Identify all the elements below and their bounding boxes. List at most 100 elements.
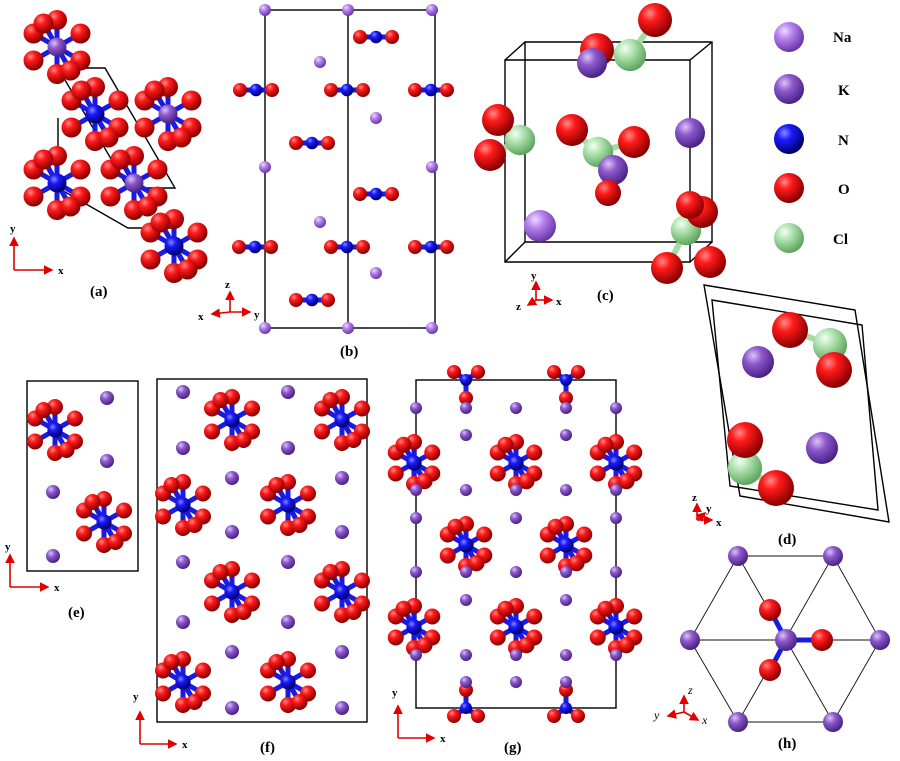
potassium-atom xyxy=(225,471,239,485)
axis-label-y: y xyxy=(392,687,398,699)
oxygen-atom xyxy=(300,662,317,679)
oxygen-atom xyxy=(171,127,192,148)
potassium-atom xyxy=(510,566,522,578)
oxygen-atom xyxy=(354,400,371,417)
oxygen-atom xyxy=(676,191,704,219)
oxygen-atom xyxy=(482,104,514,136)
oxygen-atom xyxy=(424,444,441,461)
axis-label-x: x xyxy=(440,733,446,745)
oxygen-atom xyxy=(116,502,133,519)
nitrogen-atom xyxy=(560,374,572,386)
oxygen-atom xyxy=(385,30,399,44)
oxygen-atom xyxy=(526,444,543,461)
oxygen-atom xyxy=(23,50,44,71)
oxygen-atom xyxy=(71,80,92,101)
oxygen-atom xyxy=(268,476,285,493)
potassium-atom xyxy=(158,104,178,124)
legend-swatch-o xyxy=(774,173,804,203)
oxygen-atom xyxy=(244,572,261,589)
legend: Na K N O Cl xyxy=(774,22,852,253)
oxygen-atom xyxy=(595,180,621,206)
potassium-atom xyxy=(335,645,349,659)
potassium-atom xyxy=(281,441,295,455)
nitrogen-atom xyxy=(558,537,574,553)
oxygen-atom xyxy=(345,604,362,621)
sodium-atom xyxy=(370,112,382,124)
oxygen-atom xyxy=(150,212,171,233)
oxygen-atom xyxy=(212,391,229,408)
oxygen-atom xyxy=(571,365,585,379)
axis-label-x: x xyxy=(58,265,64,277)
oxygen-atom xyxy=(98,127,119,148)
cell-a xyxy=(56,67,177,189)
oxygen-atom xyxy=(356,240,370,254)
potassium-atom xyxy=(124,173,144,193)
oxygen-atom xyxy=(203,595,220,612)
axes-a: y x xyxy=(9,223,64,277)
sodium-atom xyxy=(259,161,271,173)
potassium-atom xyxy=(410,402,422,414)
potassium-atom xyxy=(510,402,522,414)
potassium-atom xyxy=(100,391,114,405)
axis-label-x: x xyxy=(54,582,60,594)
oxygen-atom xyxy=(147,159,168,180)
legend-label-n: N xyxy=(838,133,849,149)
nitrogen-atom xyxy=(369,30,383,44)
oxygen-atom xyxy=(626,608,643,625)
axis-label-z: z xyxy=(687,683,693,697)
potassium-atom xyxy=(560,676,572,688)
oxygen-atom xyxy=(440,240,454,254)
potassium-atom xyxy=(610,402,622,414)
potassium-atom xyxy=(823,712,843,732)
oxygen-atom xyxy=(289,293,303,307)
potassium-atom xyxy=(335,525,349,539)
oxygen-atom xyxy=(547,518,564,535)
potassium-atom xyxy=(680,630,700,650)
oxygen-atom xyxy=(474,139,506,171)
potassium-atom xyxy=(281,615,295,629)
potassium-atom xyxy=(728,712,748,732)
oxygen-atom xyxy=(759,659,781,681)
potassium-atom xyxy=(610,649,622,661)
oxygen-atom xyxy=(235,604,252,621)
potassium-atom xyxy=(410,484,422,496)
axes-f: y x xyxy=(133,691,188,751)
oxygen-atom xyxy=(181,90,202,111)
oxygen-atom xyxy=(195,662,212,679)
oxygen-atom xyxy=(547,709,561,723)
oxygen-atom xyxy=(58,442,75,459)
potassium-atom xyxy=(598,155,628,185)
oxygen-atom xyxy=(568,555,585,572)
potassium-atom xyxy=(510,649,522,661)
oxygen-atom xyxy=(447,365,461,379)
panel-label-f: (f) xyxy=(260,740,275,756)
axes-h: z y x xyxy=(653,683,708,727)
potassium-atom xyxy=(560,484,572,496)
oxygen-atom xyxy=(140,249,161,270)
oxygen-atom xyxy=(70,159,91,180)
potassium-atom xyxy=(823,546,843,566)
oxygen-atom xyxy=(353,187,367,201)
nitrogen-atom xyxy=(340,83,354,97)
oxygen-atom xyxy=(597,600,614,617)
potassium-atom xyxy=(460,676,472,688)
nitrogen-atom xyxy=(369,187,383,201)
atoms-layer xyxy=(23,3,890,732)
oxygen-atom xyxy=(232,240,246,254)
potassium-atom xyxy=(560,649,572,661)
legend-item-na: Na xyxy=(774,22,852,52)
panel-label-c: (c) xyxy=(597,288,614,304)
oxygen-atom xyxy=(259,685,276,702)
potassium-atom xyxy=(560,402,572,414)
oxygen-atom xyxy=(571,709,585,723)
nitrogen-atom xyxy=(249,83,263,97)
oxygen-atom xyxy=(395,436,412,453)
axis-label-x: x xyxy=(556,296,562,308)
oxygen-atom xyxy=(324,83,338,97)
oxygen-atom xyxy=(212,563,229,580)
nitrogen-atom xyxy=(334,584,350,600)
potassium-atom xyxy=(610,566,622,578)
axis-label-z: z xyxy=(225,279,230,291)
sodium-atom xyxy=(426,4,438,16)
potassium-atom xyxy=(281,385,295,399)
